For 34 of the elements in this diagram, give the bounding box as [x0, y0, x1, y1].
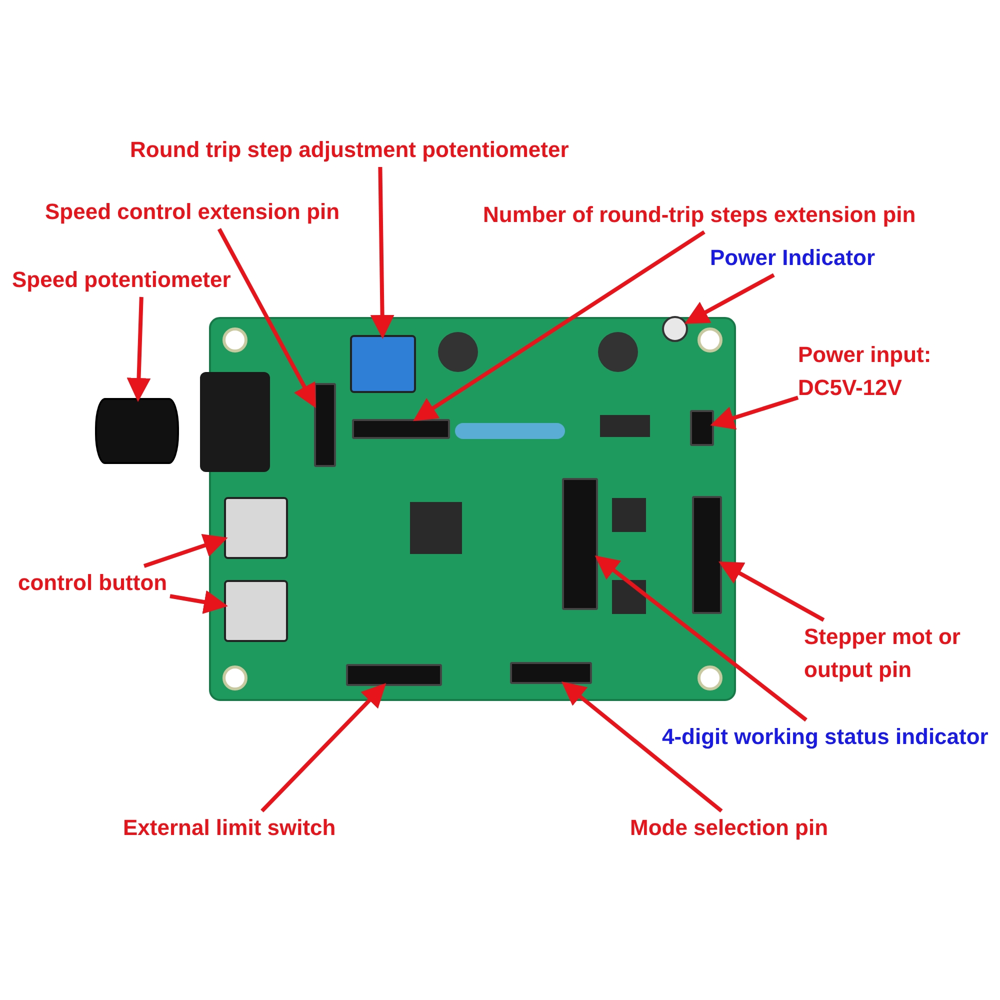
callout-label: Speed control extension pin [45, 195, 375, 229]
pin-header [510, 662, 592, 684]
leader-arrow [710, 396, 799, 430]
leader-arrow [217, 228, 316, 408]
leader-arrow [594, 556, 808, 722]
potentiometer-knob [95, 398, 179, 464]
trimmer-potentiometer [350, 335, 416, 393]
pin-header [352, 419, 450, 439]
callout-label: Power Indicator [710, 241, 900, 275]
pin-header [692, 496, 722, 614]
leader-arrow [370, 166, 394, 339]
leader-arrow [684, 273, 775, 324]
callout-label: Power input: DC5V-12V [798, 338, 966, 404]
pin-header [314, 383, 336, 467]
leader-arrow [562, 681, 723, 813]
callout-label: Number of round-trip steps extension pin [483, 198, 978, 232]
callout-label: 4-digit working status indicator [662, 720, 994, 754]
led-column [562, 478, 598, 610]
leader-arrow [718, 561, 825, 622]
leader-arrow [170, 590, 228, 614]
push-button [224, 497, 288, 559]
pin-header [690, 410, 714, 446]
leader-arrow [413, 230, 706, 422]
callout-label: Round trip step adjustment potentiometer [130, 133, 630, 167]
leader-arrow [260, 683, 386, 812]
callout-label: External limit switch [123, 811, 368, 845]
callout-label: Speed potentiometer [12, 263, 272, 297]
callout-label: control button [18, 566, 170, 600]
leader-arrow [143, 534, 228, 568]
push-button [224, 580, 288, 642]
callout-label: Mode selection pin [630, 811, 855, 845]
callout-label: Stepper mot or output pin [804, 620, 962, 686]
pin-header [346, 664, 442, 686]
leader-arrow [126, 296, 151, 402]
